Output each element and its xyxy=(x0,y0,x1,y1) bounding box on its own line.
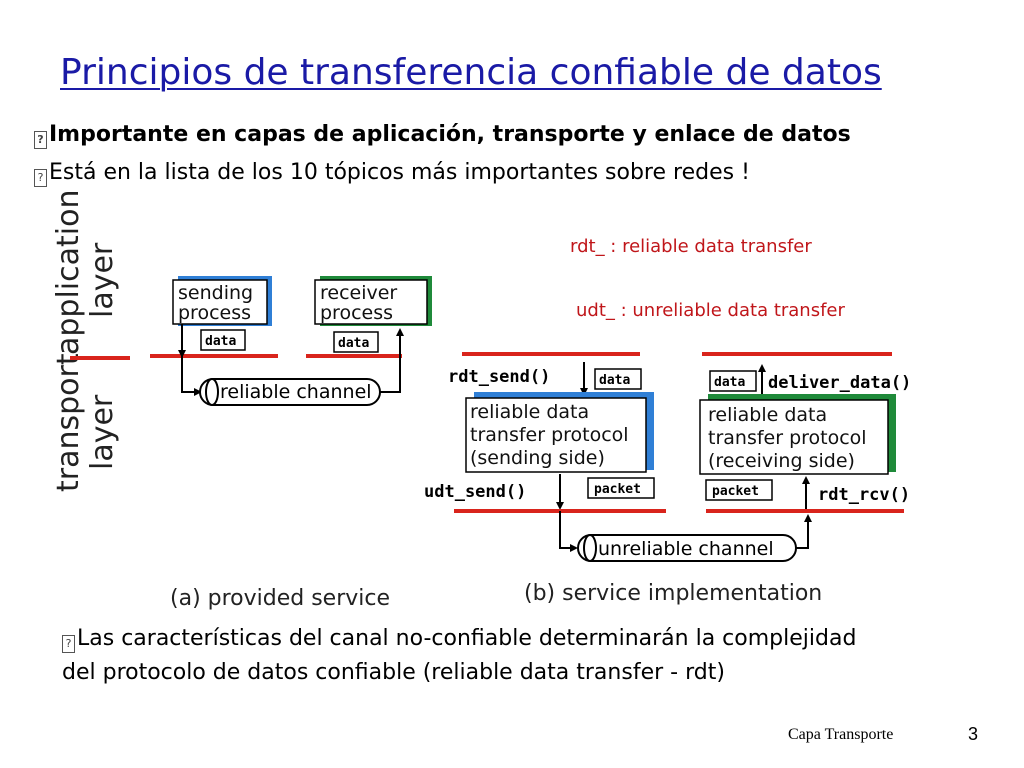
data-tag: data xyxy=(714,375,745,390)
sender-protocol-box xyxy=(465,397,647,473)
receiver-protocol-label: reliable data xyxy=(708,404,827,426)
page-number: 3 xyxy=(968,724,979,744)
caption-provided-service: (a) provided service xyxy=(170,586,390,611)
packet-tag: packet xyxy=(712,484,759,499)
rdt-rcv-label: rdt_rcv() xyxy=(818,485,910,505)
unreliable-channel-pipe xyxy=(577,534,797,562)
receiver-protocol-label: (receiving side) xyxy=(708,450,855,472)
legend-rdt: rdt_ : reliable data transfer xyxy=(570,236,812,257)
receiver-process-label: process xyxy=(320,302,393,324)
transport-layer-label: transport xyxy=(51,353,86,492)
receiver-protocol-label: transfer protocol xyxy=(708,427,867,449)
caption-service-implementation: (b) service implementation xyxy=(524,581,822,606)
rdt-send-label: rdt_send() xyxy=(448,367,550,387)
packet-tag: packet xyxy=(594,482,641,497)
data-tag: data xyxy=(599,373,630,388)
legend-udt: udt_ : unreliable data transfer xyxy=(576,300,846,321)
data-tag: data xyxy=(338,336,369,351)
bottom-bullet: ?Las características del canal no-confia… xyxy=(62,622,862,690)
deliver-data-label: deliver_data() xyxy=(768,373,911,393)
receiver-process-label: receiver xyxy=(320,282,397,304)
application-layer-label: layer xyxy=(85,242,120,318)
transport-layer-label: layer xyxy=(85,394,120,470)
application-layer-label: application xyxy=(51,190,86,355)
bullet-item: ?Está en la lista de los 10 tópicos más … xyxy=(34,160,750,187)
sender-protocol-label: reliable data xyxy=(470,401,589,423)
bullet-icon: ? xyxy=(34,169,47,187)
receiver-protocol-box xyxy=(699,399,889,475)
unreliable-channel-label: unreliable channel xyxy=(598,538,774,560)
bullet-icon: ? xyxy=(34,131,47,149)
reliable-channel-pipe xyxy=(199,378,381,406)
bullet-item: ?Importante en capas de aplicación, tran… xyxy=(34,122,851,149)
footer-label: Capa Transporte xyxy=(788,726,894,743)
bullet-icon: ? xyxy=(62,635,75,653)
bullet-text: Está en la lista de los 10 tópicos más i… xyxy=(49,160,750,185)
slide-title: Principios de transferencia confiable de… xyxy=(60,52,882,93)
bullet-text: Importante en capas de aplicación, trans… xyxy=(49,122,851,147)
receiver-process-box xyxy=(314,279,428,325)
sending-process-box xyxy=(172,279,268,325)
udt-send-label: udt_send() xyxy=(424,482,526,502)
sending-process-label: sending xyxy=(178,282,253,304)
sending-process-label: process xyxy=(178,302,251,324)
sender-protocol-label: transfer protocol xyxy=(470,424,629,446)
reliable-channel-label: reliable channel xyxy=(220,381,372,403)
sender-protocol-label: (sending side) xyxy=(470,447,605,469)
bottom-bullet-text: Las características del canal no-confiab… xyxy=(62,626,857,685)
data-tag: data xyxy=(205,334,236,349)
